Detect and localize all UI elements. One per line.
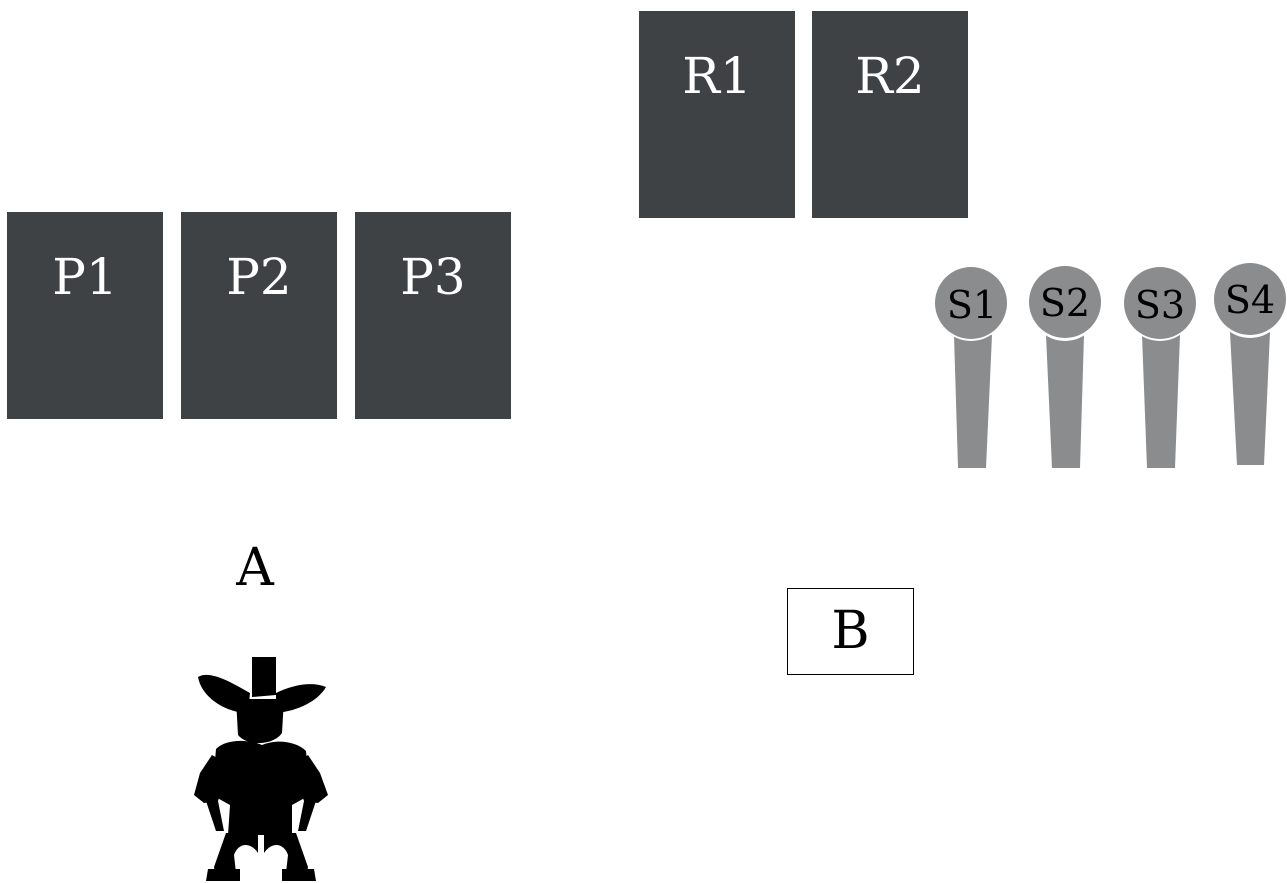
microphone-stick-icon — [1142, 335, 1180, 468]
stick-s1-label: S1 — [947, 283, 997, 327]
panel-p2: P2 — [181, 212, 337, 419]
stick-s4: S4 — [1214, 263, 1286, 465]
cowboy-silhouette-icon — [194, 657, 328, 881]
label-a: A — [236, 538, 274, 598]
sticks-group: S1 S2 S3 S4 — [935, 263, 1286, 468]
stick-s3-label: S3 — [1135, 283, 1185, 327]
stick-s1: S1 — [935, 267, 1007, 468]
panel-p1: P1 — [7, 212, 163, 419]
box-b: B — [787, 588, 914, 675]
panel-p1-label: P1 — [52, 248, 118, 306]
panel-p3-label: P3 — [400, 248, 466, 306]
microphone-stick-icon — [954, 335, 992, 468]
microphone-stick-icon — [1230, 332, 1270, 465]
panel-r1-label: R1 — [682, 47, 752, 105]
panel-r2-label: R2 — [855, 47, 925, 105]
stick-s2: S2 — [1029, 266, 1101, 468]
stick-s2-label: S2 — [1040, 281, 1090, 325]
stick-s3: S3 — [1124, 267, 1196, 468]
panel-p3: P3 — [355, 212, 511, 419]
panel-r1: R1 — [639, 11, 795, 218]
panel-r2: R2 — [812, 11, 968, 218]
panel-p2-label: P2 — [226, 248, 292, 306]
microphone-stick-icon — [1046, 335, 1084, 468]
stick-s4-label: S4 — [1225, 278, 1275, 322]
box-b-label: B — [831, 601, 870, 661]
